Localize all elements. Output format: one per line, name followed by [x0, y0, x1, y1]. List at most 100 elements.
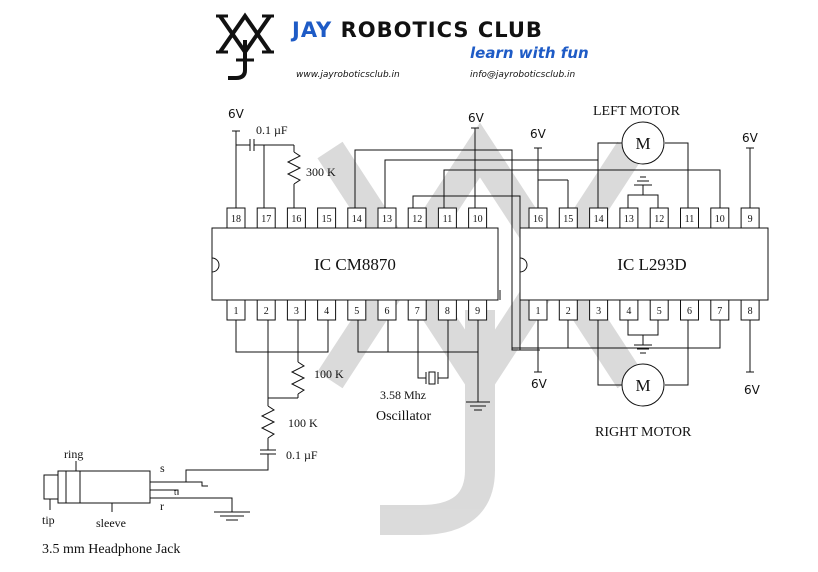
ic1-bottom-pin-box [377, 299, 397, 321]
ic2-pin-6: 6 [687, 306, 692, 317]
ic2-pin-14: 14 [594, 214, 604, 225]
ic1-top-pin-box [437, 207, 457, 229]
ic1-pin-7: 7 [415, 306, 420, 317]
ic1-pin-2: 2 [264, 306, 269, 317]
club-name-prefix: JAY [292, 18, 333, 42]
ic2-pin-12: 12 [654, 214, 664, 225]
headphone-jack [43, 461, 151, 512]
ic1-top-pin-box [226, 207, 246, 229]
ic2-top-pin-box [740, 207, 760, 229]
ic-l293d-label: IC L293D [617, 255, 686, 274]
res-100k-b-label: 100 K [288, 416, 318, 430]
ic1-pin-16: 16 [291, 214, 301, 225]
ic1-pin-12: 12 [412, 214, 422, 225]
ic2-pin-4: 4 [626, 306, 631, 317]
left-motor-symbol: M [635, 134, 650, 153]
supply-6v-ic2-bottom: 6V [531, 377, 548, 391]
ic1-pin-13: 13 [382, 214, 392, 225]
ic1-bottom-pin-box [437, 299, 457, 321]
ic1-pin-14: 14 [352, 214, 362, 225]
supply-6v-right-bottom: 6V [744, 383, 761, 397]
ic1-pin-15: 15 [322, 214, 332, 225]
ic1-pin-9: 9 [475, 306, 480, 317]
ic2-pin-1: 1 [536, 306, 541, 317]
supply-6v-center: 6V [468, 111, 485, 125]
ic1-pin-17: 17 [261, 214, 271, 225]
ic2-pin-7: 7 [717, 306, 722, 317]
ic1-top-pin-box [347, 207, 367, 229]
ic2-top-pin-box [528, 207, 548, 229]
supply-6v-ic2-top: 6V [530, 127, 547, 141]
ic2-bottom-pin-box [528, 299, 548, 321]
right-motor-symbol: M [635, 376, 650, 395]
ic2-top-pin-box [558, 207, 578, 229]
ic1-top-pin-box [377, 207, 397, 229]
ic2-bottom-pin-box [558, 299, 578, 321]
jack-tip-label: tip [42, 513, 55, 527]
jack-ring-label: ring [64, 447, 83, 461]
club-name-rest: ROBOTICS CLUB [340, 18, 543, 42]
email-link[interactable]: info@jayroboticsclub.in [470, 70, 576, 80]
res-100k-a-label: 100 K [314, 367, 344, 381]
ic1-bottom-pin-box [226, 299, 246, 321]
ic2-bottom-pin-box [710, 299, 730, 321]
ic2-pin-2: 2 [566, 306, 571, 317]
ic1-bottom-pin-box [468, 299, 488, 321]
ic1-pin-1: 1 [234, 306, 239, 317]
jack-sleeve-label: sleeve [96, 516, 126, 530]
ic2-pin-10: 10 [715, 214, 725, 225]
tagline: learn with fun [470, 44, 589, 62]
ic1-pin-8: 8 [445, 306, 450, 317]
ic2-top-pin-box [710, 207, 730, 229]
ic1-top-pin-box [317, 207, 337, 229]
ic2-pin-13: 13 [624, 214, 634, 225]
supply-6v-right-top: 6V [742, 131, 759, 145]
crystal-freq-label: 3.58 Mhz [380, 388, 426, 402]
ic1-pin-3: 3 [294, 306, 299, 317]
ic2-bottom-pin-box [740, 299, 760, 321]
ic-cm8870-label: IC CM8870 [314, 255, 396, 274]
ic2-pin-15: 15 [563, 214, 573, 225]
ic2-pin-8: 8 [748, 306, 753, 317]
ic2-pin-9: 9 [748, 214, 753, 225]
ic2-bottom-pin-box [680, 299, 699, 321]
club-name: JAY ROBOTICS CLUB [292, 18, 543, 42]
cap-bottom-label: 0.1 µF [286, 448, 318, 462]
ic1-top-pin-box [407, 207, 427, 229]
ic2-pin-16: 16 [533, 214, 543, 225]
ic1-bottom-pin-box [347, 299, 367, 321]
website-link[interactable]: www.jayroboticsclub.in [296, 70, 400, 80]
ic1-bottom-pin-box [286, 299, 306, 321]
ic2-bottom-pin-box [589, 299, 609, 321]
ic2-top-pin-box [589, 207, 609, 229]
ic1-pin-10: 10 [473, 214, 483, 225]
ic2-top-pin-box [680, 207, 699, 229]
ic2-pin-5: 5 [657, 306, 662, 317]
ic1-pin-6: 6 [385, 306, 390, 317]
jack-t-label: t [174, 487, 177, 497]
club-logo [216, 12, 274, 80]
ic2-bottom-pin-box [619, 299, 639, 321]
ic2-bottom-pin-box [649, 299, 669, 321]
ic2-pin-3: 3 [596, 306, 601, 317]
jack-r-label: r [160, 499, 164, 513]
ic1-pin-4: 4 [324, 306, 329, 317]
oscillator-label: Oscillator [376, 409, 432, 424]
ic1-pin-5: 5 [354, 306, 359, 317]
cap-top-label: 0.1 µF [256, 123, 288, 137]
ic1-top-pin-box [256, 207, 276, 229]
ic2-top-pin-box [649, 207, 669, 229]
ic2-pin-11: 11 [685, 214, 695, 225]
jack-s-label: s [160, 461, 165, 475]
watermark-logo [317, 122, 643, 535]
ic1-pin-18: 18 [231, 214, 241, 225]
ic1-bottom-pin-box [407, 299, 427, 321]
jack-caption: 3.5 mm Headphone Jack [42, 542, 180, 557]
ic1-bottom-pin-box [317, 299, 337, 321]
ic2-top-pin-box [619, 207, 639, 229]
right-motor: M [621, 363, 665, 407]
